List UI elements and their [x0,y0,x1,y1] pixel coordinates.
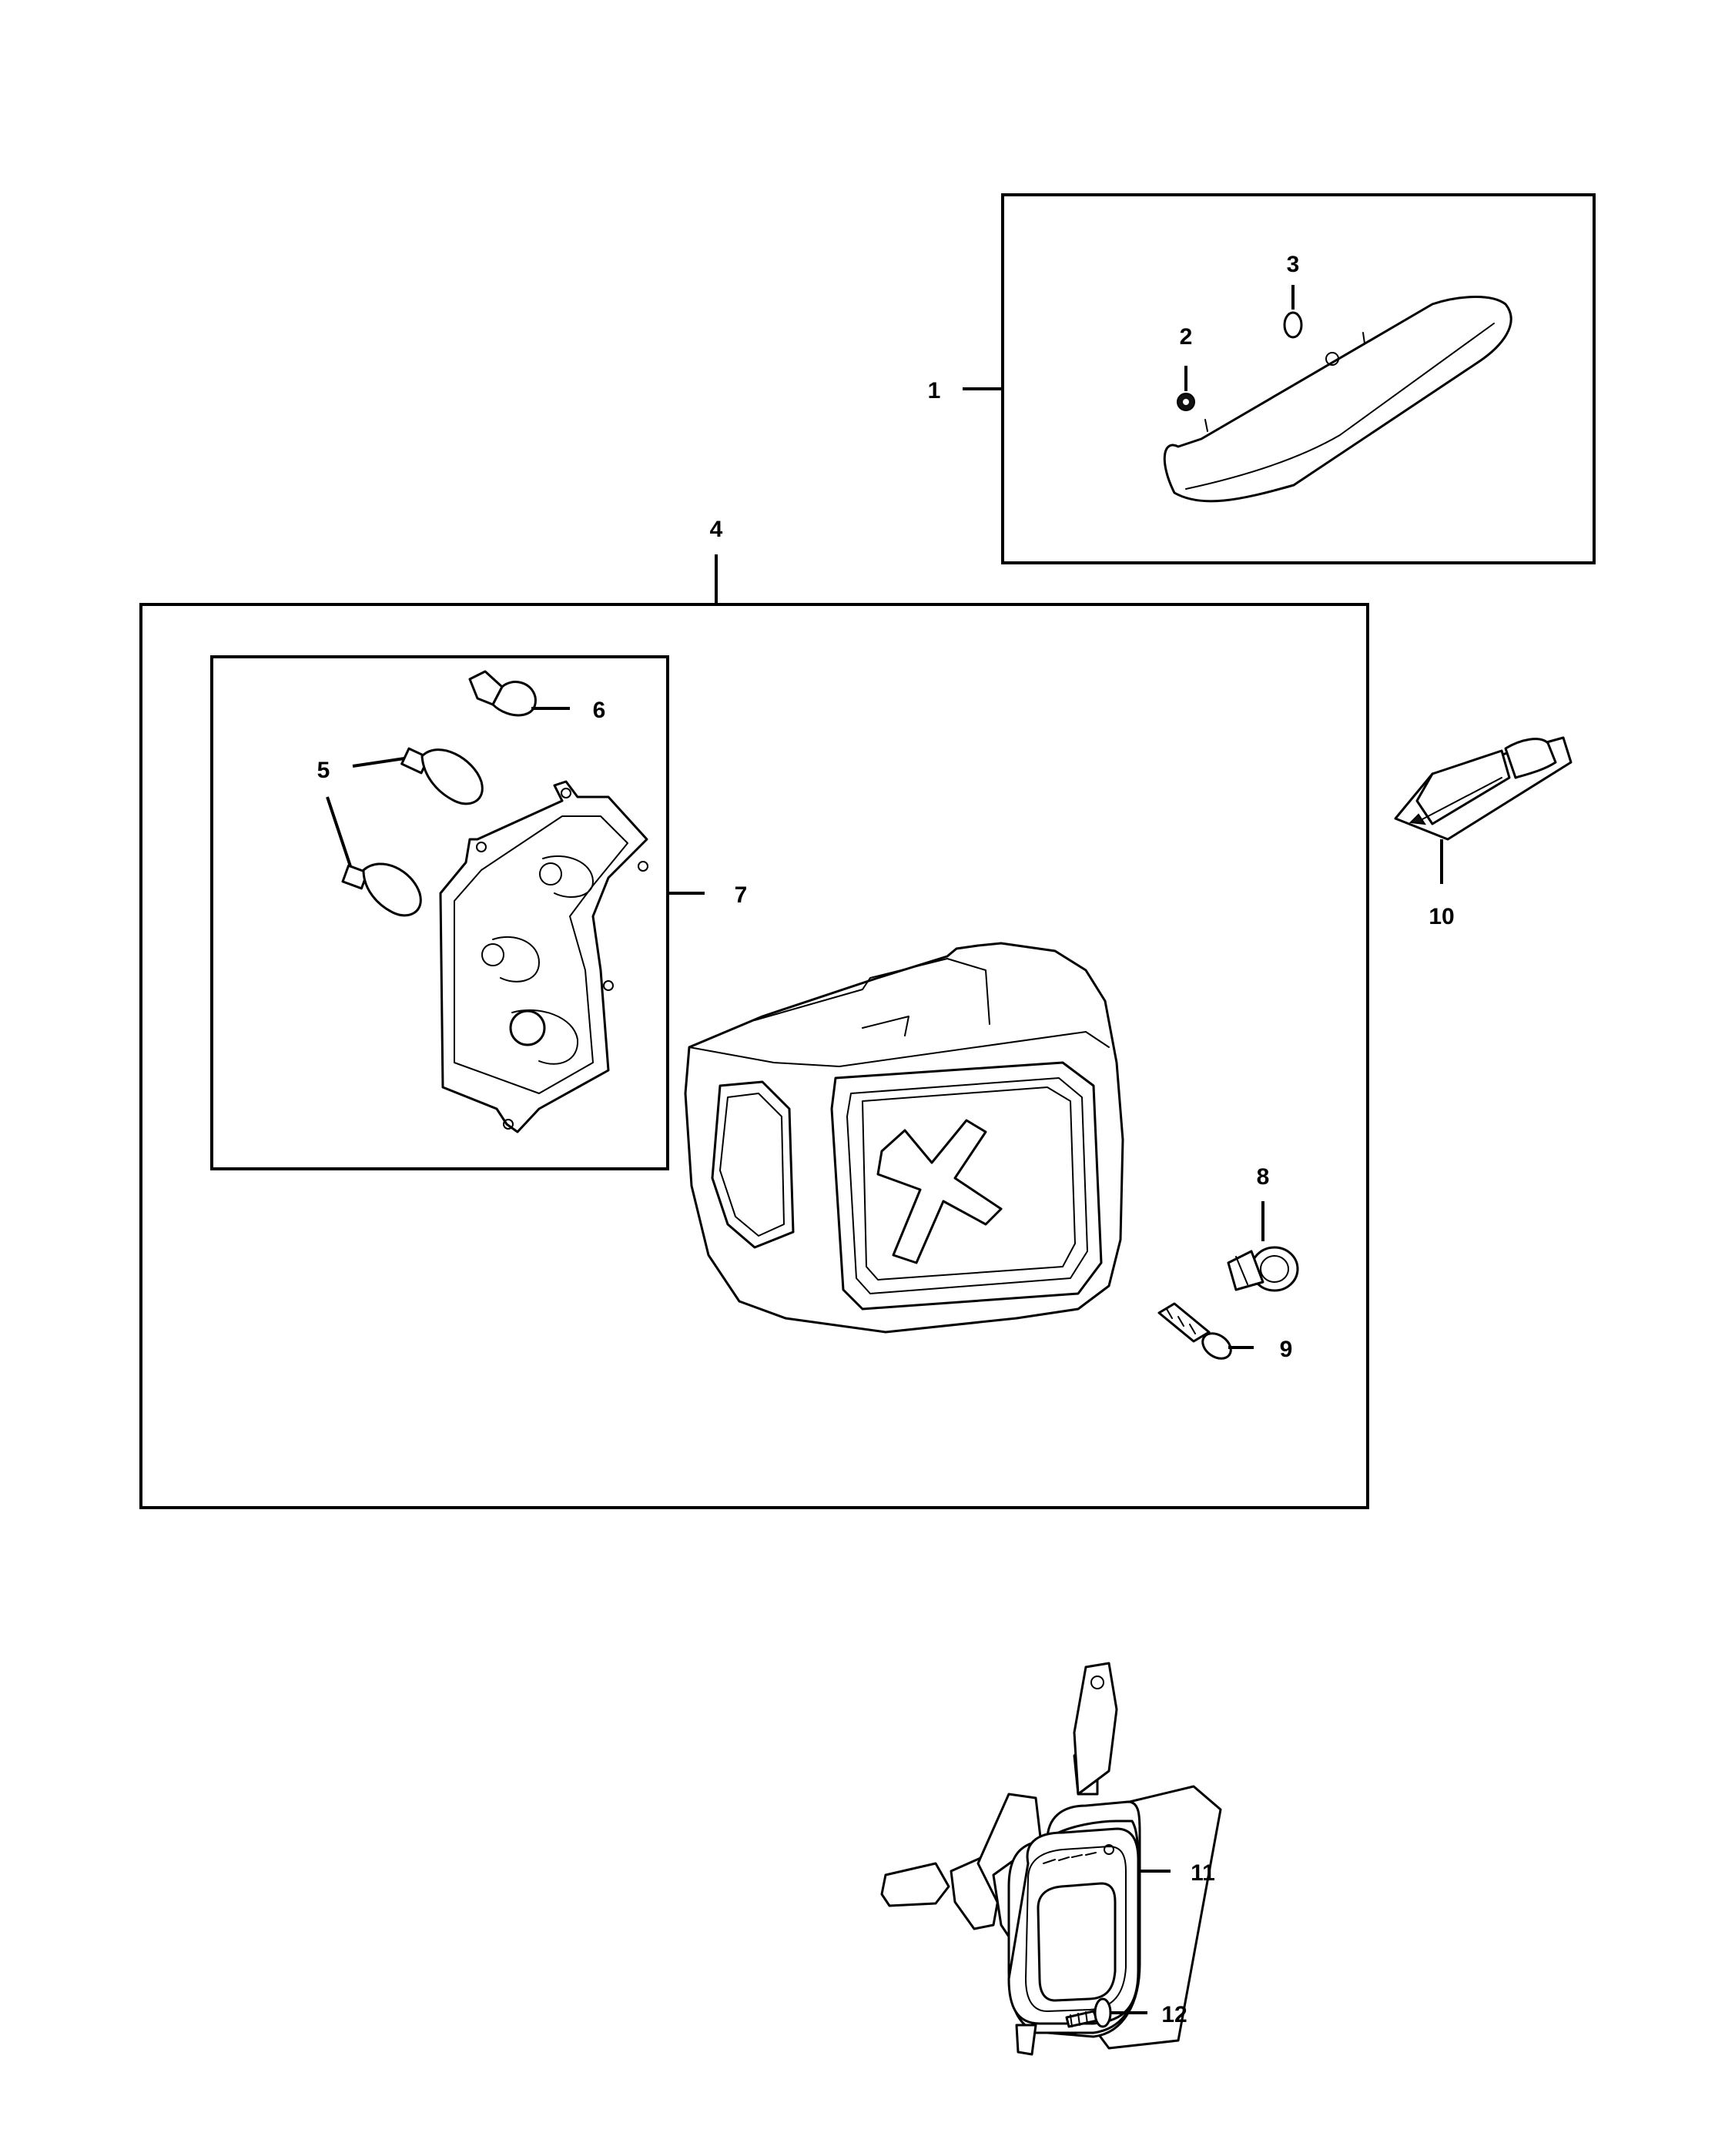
lamp-nut [1177,393,1195,411]
wedge-bulb [468,670,537,717]
tail-lamp-assembly [684,942,1124,1334]
tail-bulb-lower [341,862,422,917]
leader-5b [326,796,352,867]
reverse-lamp [880,1662,1222,2056]
license-plate-lamp [1394,736,1573,841]
group-box-7 [210,655,669,1170]
callout-4: 4 [710,517,723,542]
callout-12: 12 [1161,2002,1187,2027]
callout-3: 3 [1287,252,1300,277]
mounting-screw [1157,1302,1232,1360]
callout-2: 2 [1180,324,1193,350]
tail-bulb-upper [400,747,484,805]
callout-9: 9 [1280,1337,1293,1362]
lamp-grommet [1283,311,1303,339]
callout-5: 5 [317,758,330,783]
push-in-retainer [1227,1246,1299,1292]
callout-1: 1 [928,378,941,403]
reverse-lamp-screw [1065,1997,1112,2028]
callout-10: 10 [1429,904,1454,929]
callout-8: 8 [1257,1164,1270,1190]
group-box-4 [139,603,1369,1509]
callout-6: 6 [593,698,606,723]
bulb-socket-housing [439,780,648,1133]
callout-11: 11 [1191,1860,1215,1886]
group-box-1 [1001,193,1596,564]
callout-7: 7 [735,882,748,908]
leader-5a [352,757,405,768]
third-brake-lamp [1163,296,1512,503]
